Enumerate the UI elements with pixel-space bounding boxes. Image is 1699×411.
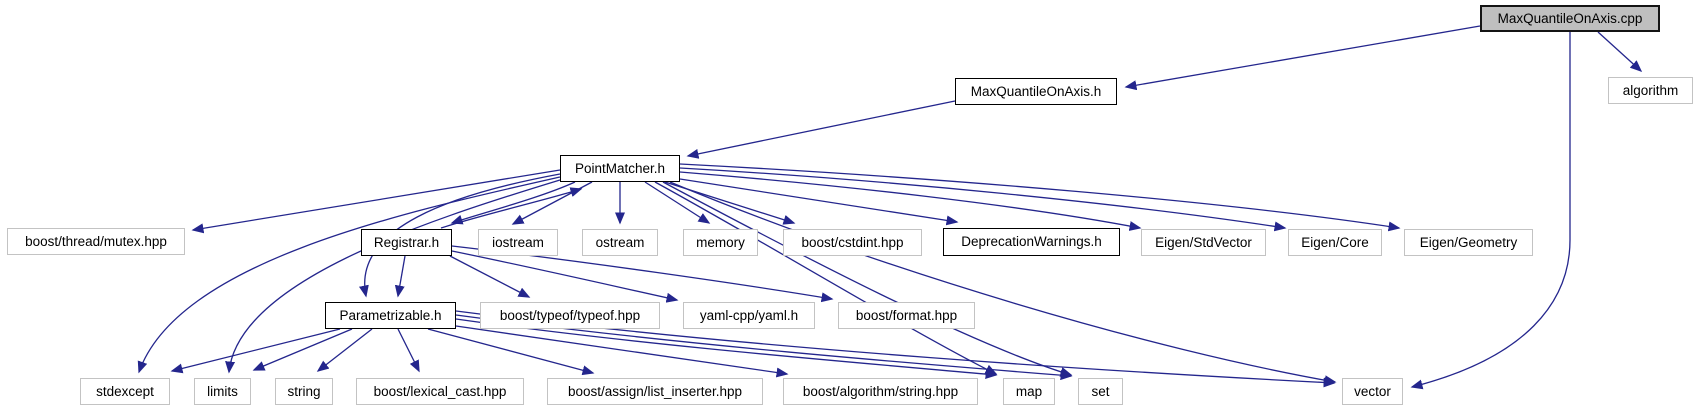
graph-node-set: set xyxy=(1078,378,1123,405)
node-label-assign: boost/assign/list_inserter.hpp xyxy=(567,383,743,399)
edge-registrar-to-parametrizable xyxy=(394,255,406,298)
node-label-algostring: boost/algorithm/string.hpp xyxy=(802,383,959,399)
node-label-algorithm: algorithm xyxy=(1622,82,1679,98)
edge-parametrizable-to-stdexcept xyxy=(170,328,341,374)
node-label-mqoa-h: MaxQuantileOnAxis.h xyxy=(970,83,1102,99)
edge-pointmatcher-to-geometry xyxy=(679,163,1401,232)
graph-node-mutex: boost/thread/mutex.hpp xyxy=(7,228,185,255)
graph-node-iostream: iostream xyxy=(478,229,558,256)
graph-node-stdvector: Eigen/StdVector xyxy=(1141,229,1266,256)
edge-parametrizable-to-algostring xyxy=(455,325,789,378)
graph-node-vector: vector xyxy=(1342,378,1403,405)
edge-parametrizable-to-lexical xyxy=(397,328,420,373)
node-label-vector: vector xyxy=(1354,383,1391,399)
edge-pointmatcher-to-parametrizable xyxy=(358,173,561,298)
edge-mqoa-h-to-pointmatcher xyxy=(686,100,956,159)
edge-pointmatcher-to-limits xyxy=(225,179,561,374)
graph-node-ostream: ostream xyxy=(582,229,658,256)
graph-node-core: Eigen/Core xyxy=(1288,229,1382,256)
graph-node-algostring: boost/algorithm/string.hpp xyxy=(783,378,978,405)
graph-node-cpp: MaxQuantileOnAxis.cpp xyxy=(1480,5,1660,32)
graph-node-map: map xyxy=(1003,378,1055,405)
edge-pointmatcher-to-set xyxy=(662,181,1073,377)
edge-pointmatcher-to-map xyxy=(654,181,998,375)
graph-node-yaml: yaml-cpp/yaml.h xyxy=(683,302,815,329)
node-label-string: string xyxy=(287,383,321,399)
node-label-mutex: boost/thread/mutex.hpp xyxy=(25,233,167,249)
graph-node-memory: memory xyxy=(683,229,758,256)
node-label-registrar: Registrar.h xyxy=(373,234,440,250)
graph-node-assign: boost/assign/list_inserter.hpp xyxy=(547,378,763,405)
edge-cpp-to-mqoa-h xyxy=(1124,25,1481,91)
graph-node-registrar[interactable]: Registrar.h xyxy=(361,229,452,256)
edge-registrar-to-pointmatcher xyxy=(440,187,583,229)
graph-node-mqoa-h[interactable]: MaxQuantileOnAxis.h xyxy=(955,78,1117,105)
edge-registrar-to-yaml xyxy=(451,250,679,303)
graph-node-format: boost/format.hpp xyxy=(838,302,975,329)
graph-node-stdexcept: stdexcept xyxy=(80,378,170,405)
node-label-map: map xyxy=(1015,383,1043,399)
edge-registrar-to-typeof xyxy=(449,255,531,298)
node-label-ostream: ostream xyxy=(595,234,645,250)
edge-pointmatcher-to-stdexcept xyxy=(137,176,561,374)
node-label-parametrizable: Parametrizable.h xyxy=(339,307,442,323)
edge-pointmatcher-to-iostream xyxy=(511,181,593,225)
edge-pointmatcher-to-deprecation xyxy=(679,178,959,226)
graph-node-limits: limits xyxy=(194,378,251,405)
edge-parametrizable-to-string xyxy=(316,328,373,372)
node-label-deprecation: DeprecationWarnings.h xyxy=(961,234,1102,250)
graph-node-deprecation[interactable]: DeprecationWarnings.h xyxy=(943,228,1120,256)
node-label-lexical: boost/lexical_cast.hpp xyxy=(373,383,507,399)
node-label-format: boost/format.hpp xyxy=(855,307,958,323)
edge-parametrizable-to-limits xyxy=(252,328,353,371)
edge-parametrizable-to-assign xyxy=(427,328,595,376)
edge-pointmatcher-to-core xyxy=(679,167,1287,232)
graph-node-lexical: boost/lexical_cast.hpp xyxy=(356,378,524,405)
node-label-cstdint: boost/cstdint.hpp xyxy=(801,234,904,250)
edge-pointmatcher-to-memory xyxy=(644,181,711,224)
graph-node-algorithm: algorithm xyxy=(1608,77,1693,104)
graph-node-typeof: boost/typeof/typeof.hpp xyxy=(480,302,660,329)
node-label-set: set xyxy=(1091,383,1110,399)
graph-node-geometry: Eigen/Geometry xyxy=(1404,229,1533,256)
edge-pointmatcher-to-stdvector xyxy=(679,171,1142,231)
graph-node-string: string xyxy=(275,378,333,405)
graph-node-cstdint: boost/cstdint.hpp xyxy=(783,229,922,256)
graph-node-pointmatcher[interactable]: PointMatcher.h xyxy=(560,155,680,182)
node-label-iostream: iostream xyxy=(492,234,544,250)
edge-cpp-to-algorithm xyxy=(1597,31,1643,73)
node-label-core: Eigen/Core xyxy=(1301,234,1369,250)
edge-cpp-to-vector xyxy=(1410,32,1571,390)
edge-pointmatcher-to-registrar xyxy=(450,181,576,225)
node-label-pointmatcher: PointMatcher.h xyxy=(574,160,666,176)
node-label-typeof: boost/typeof/typeof.hpp xyxy=(499,307,641,323)
node-label-cpp: MaxQuantileOnAxis.cpp xyxy=(1497,10,1643,26)
graph-node-parametrizable[interactable]: Parametrizable.h xyxy=(325,302,456,329)
edge-pointmatcher-to-mutex xyxy=(191,169,561,234)
node-label-yaml: yaml-cpp/yaml.h xyxy=(699,307,799,323)
node-label-stdvector: Eigen/StdVector xyxy=(1155,234,1252,250)
edge-parametrizable-to-map xyxy=(455,318,998,380)
node-label-memory: memory xyxy=(696,234,745,250)
node-label-geometry: Eigen/Geometry xyxy=(1419,234,1518,250)
node-label-limits: limits xyxy=(207,383,238,399)
node-label-stdexcept: stdexcept xyxy=(96,383,154,399)
edge-pointmatcher-to-vector xyxy=(669,181,1337,386)
